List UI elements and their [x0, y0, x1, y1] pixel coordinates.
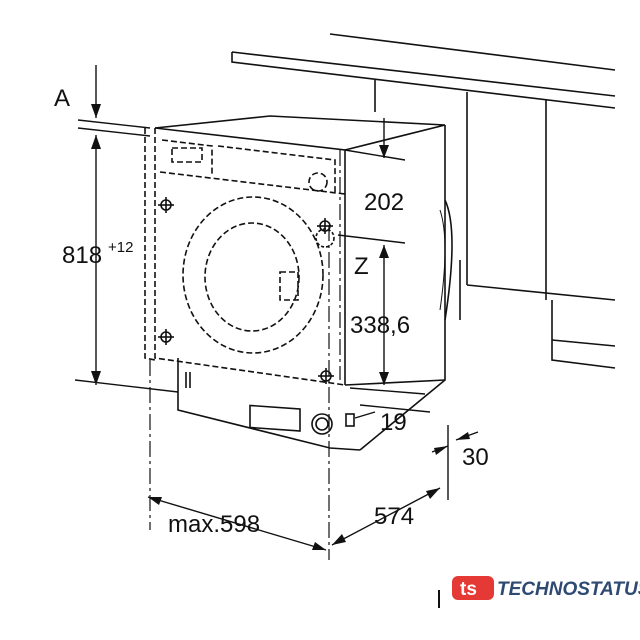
- arrowheads: [91, 104, 470, 550]
- fixing-points: [158, 197, 335, 384]
- svg-text:ts: ts: [460, 579, 477, 600]
- technostatus-logo: ts TECHNOSTATUS: [438, 576, 640, 608]
- label-height: 818: [62, 242, 102, 269]
- logo-name: TECHNOSTATUS: [497, 579, 640, 600]
- label-height-tolerance: +12: [108, 239, 133, 256]
- cabinet-outline: [231, 33, 616, 369]
- logo-mark-icon: [452, 576, 494, 600]
- label-z: Z: [354, 253, 369, 280]
- label-depth: 574: [374, 503, 414, 530]
- label-plinth: 19: [380, 409, 407, 436]
- label-a: A: [54, 85, 70, 112]
- label-width: max.598: [168, 511, 260, 538]
- label-gap: 30: [462, 444, 489, 471]
- center-lines: [149, 150, 341, 560]
- label-z-height: 338,6: [350, 312, 410, 339]
- label-top-offset: 202: [364, 189, 404, 216]
- dimension-lines: [74, 65, 479, 551]
- machine-body: [154, 115, 453, 451]
- front-panel-dashed: [144, 128, 346, 386]
